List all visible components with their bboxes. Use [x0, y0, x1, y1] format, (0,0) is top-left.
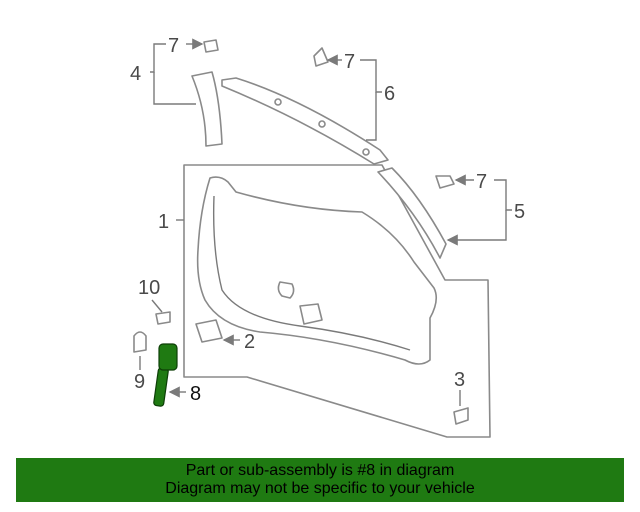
leader-6	[360, 59, 382, 93]
part-6-clip-hole-a	[274, 98, 282, 106]
callout-1: 1	[158, 211, 169, 233]
banner-line-1: Part or sub-assembly is #8 in diagram	[185, 462, 455, 479]
part-1-pull-pocket	[299, 303, 323, 325]
leader-5	[494, 179, 512, 211]
leader-5-lower	[446, 210, 507, 246]
info-banner: Part or sub-assembly is #8 in diagram Di…	[16, 458, 624, 502]
part-7-clip-header	[313, 47, 329, 67]
leader-4-lower	[153, 72, 196, 105]
leader-10	[151, 299, 163, 313]
part-6-clip-hole-c	[362, 148, 370, 156]
callout-6: 6	[384, 83, 395, 105]
part-10-screw	[155, 311, 171, 325]
callout-10: 10	[138, 277, 160, 299]
callout-7-top: 7	[168, 35, 179, 57]
callout-3: 3	[454, 369, 465, 391]
part-5-side-garnish	[377, 167, 447, 259]
part-2-cover	[195, 319, 223, 343]
callout-8: 8	[190, 383, 201, 405]
part-6-header-trim	[221, 77, 389, 165]
part-3-retainer	[453, 407, 469, 425]
part-7-clip-side	[435, 175, 455, 189]
part-1-inner-contour	[212, 195, 411, 351]
part-1-handle-recess	[277, 281, 295, 299]
parts-diagram: 4 7 7 6 7 5 1 10 2 9 8 3	[130, 35, 525, 438]
callout-7-header: 7	[344, 51, 355, 73]
part-6-clip-hole-b	[318, 120, 326, 128]
part-8-strut-highlighted	[153, 343, 178, 407]
callout-9: 9	[134, 371, 145, 393]
part-1-trim-panel	[196, 176, 438, 365]
leader-4	[150, 43, 166, 73]
banner-line-2: Diagram may not be specific to your vehi…	[165, 480, 475, 497]
callout-7-side: 7	[476, 171, 487, 193]
part-9-cap	[133, 331, 147, 353]
part-4-pillar-trim	[191, 71, 223, 147]
callout-5: 5	[514, 201, 525, 223]
part-7-clip-top	[203, 39, 219, 53]
part-8-mount	[158, 343, 178, 371]
callout-2: 2	[244, 331, 255, 353]
callout-4: 4	[130, 63, 141, 85]
part-8-cylinder	[153, 367, 169, 407]
leader-6-lower	[366, 92, 377, 141]
